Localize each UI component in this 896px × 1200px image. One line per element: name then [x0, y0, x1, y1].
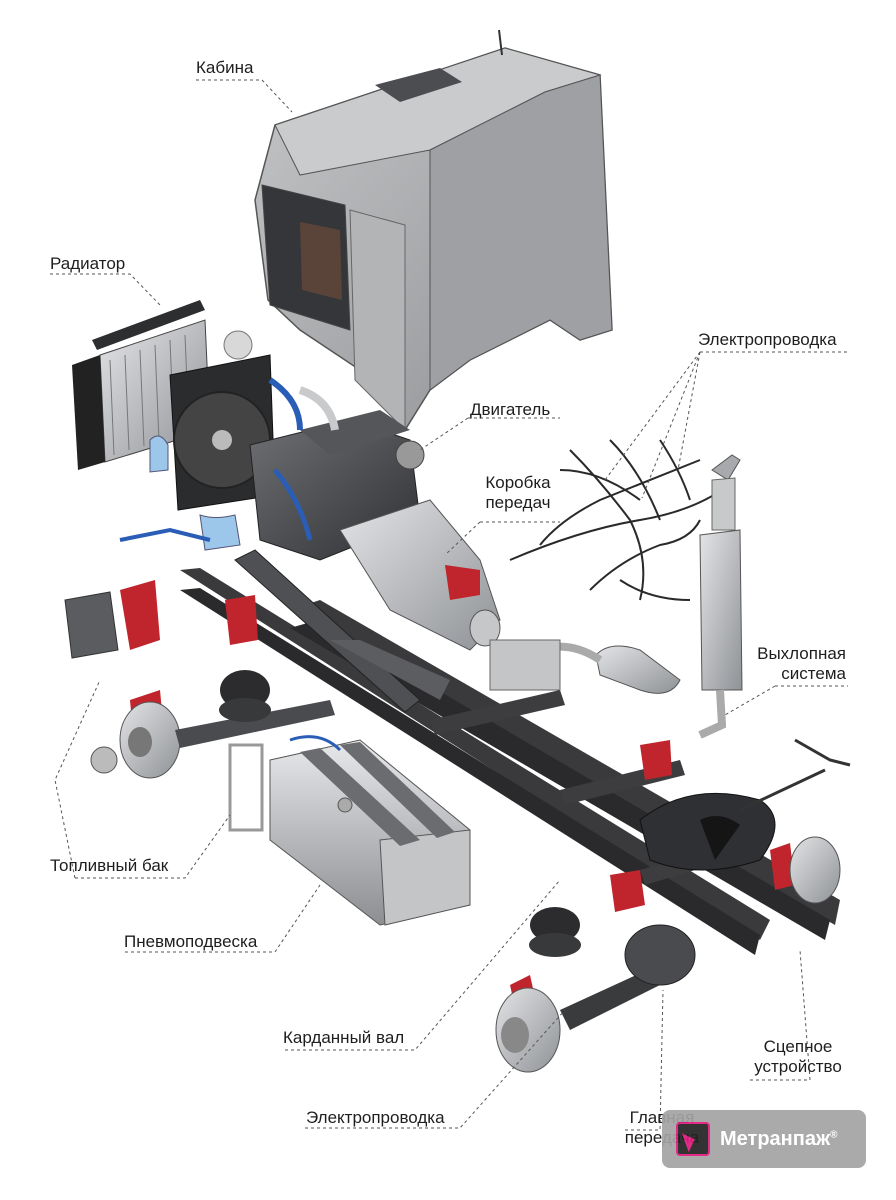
fuel-tank-part — [228, 735, 471, 926]
label-wiring-top: Электропроводка — [698, 330, 837, 349]
watermark-registered-mark: ® — [830, 1128, 838, 1140]
label-exhaust: Выхлопная система — [746, 644, 846, 684]
gearbox-part — [339, 499, 501, 651]
wiring-harness-top — [509, 439, 736, 601]
label-gearbox-line2: передач — [485, 493, 551, 512]
label-gearbox: Коробка передач — [478, 473, 558, 513]
brand-logo-icon — [676, 1122, 710, 1156]
label-radiator: Радиатор — [50, 254, 126, 273]
watermark-brand-text: Метранпаж — [720, 1127, 831, 1150]
chassis-frame — [180, 568, 840, 955]
misc-parts — [119, 527, 851, 812]
exhaust-part — [538, 454, 743, 739]
label-coupling: Сцепное устройство — [748, 1037, 848, 1077]
label-wiring-bottom: Электропроводка — [306, 1108, 445, 1127]
watermark-badge: Метранпаж® — [662, 1110, 866, 1168]
front-suspension — [64, 580, 335, 779]
label-exhaust-line1: Выхлопная — [757, 644, 846, 663]
label-coupling-line2: устройство — [754, 1057, 842, 1076]
fifth-wheel-part — [639, 792, 776, 871]
radiator-part — [72, 300, 276, 551]
label-gearbox-line1: Коробка — [485, 473, 551, 492]
label-driveshaft: Карданный вал — [283, 1028, 405, 1047]
leader-lines — [50, 79, 848, 1131]
driveshaft-part — [234, 549, 450, 713]
label-engine: Двигатель — [470, 400, 551, 419]
label-exhaust-line2: система — [781, 664, 846, 683]
cabin-part — [254, 29, 613, 432]
label-cabin: Кабина — [196, 58, 254, 77]
rear-axle-part — [495, 740, 841, 1073]
label-coupling-line1: Сцепное — [763, 1037, 833, 1056]
watermark-brand: Метранпаж® — [720, 1128, 838, 1151]
label-air-suspension: Пневмоподвеска — [124, 932, 258, 951]
label-fuel-tank: Топливный бак — [50, 856, 169, 875]
